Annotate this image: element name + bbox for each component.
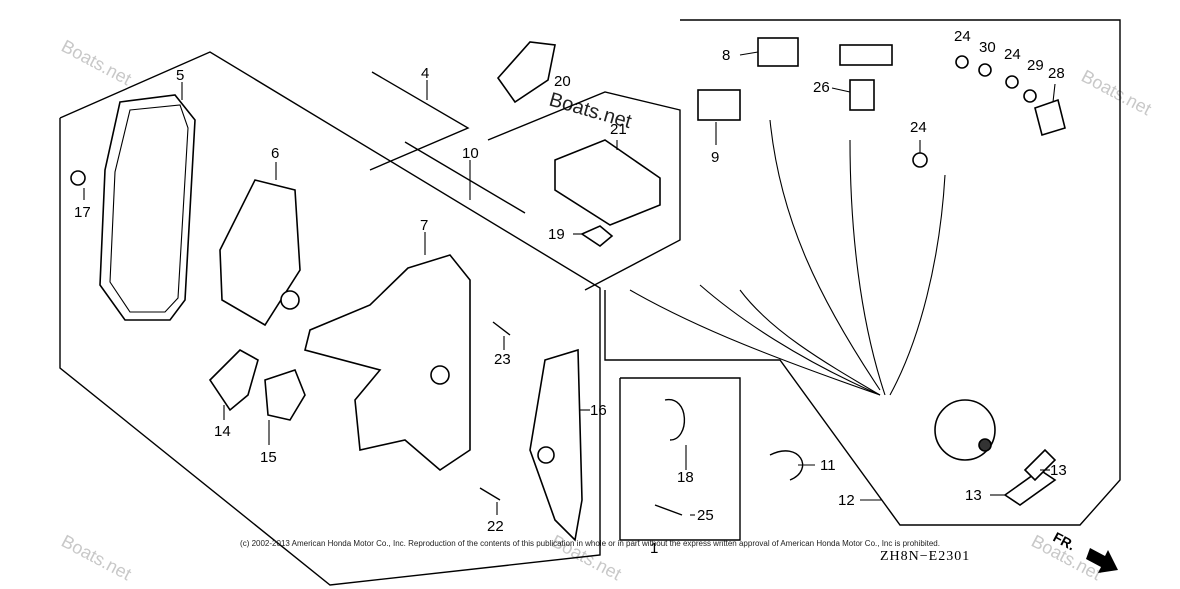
part-23-bolt (492, 321, 511, 336)
callout-13: 13 (1050, 462, 1067, 479)
callout-28: 28 (1048, 65, 1065, 82)
part-8-relay (757, 37, 799, 67)
part-22-bolt (479, 487, 501, 501)
part-15-breaker (264, 369, 306, 421)
callout-4: 4 (421, 65, 429, 82)
group-outline-left (59, 51, 601, 586)
callout-20: 20 (554, 73, 571, 90)
part-6-hole (280, 290, 300, 310)
part-14-switch (208, 349, 259, 412)
part-12-harness (629, 119, 946, 396)
part-26-fuse (849, 79, 875, 111)
callout-15: 15 (260, 449, 277, 466)
part-fuse-cover (839, 44, 893, 66)
part-7-panel (304, 254, 471, 472)
callout-14: 14 (214, 423, 231, 440)
callout-8: 8 (722, 47, 730, 64)
callout-18: 18 (677, 469, 694, 486)
part-6-bracket (219, 179, 301, 327)
callout-21: 21 (610, 121, 627, 138)
part-9-block (697, 89, 741, 121)
callout-11: 11 (820, 457, 836, 474)
group-outline-kit (369, 71, 470, 171)
part-10-cable (404, 141, 526, 214)
callout-5: 5 (176, 67, 184, 84)
part-16-plate (529, 348, 583, 542)
callout-26: 26 (813, 79, 830, 96)
part-24-nut (1005, 75, 1019, 89)
callout-30: 30 (979, 39, 996, 56)
part-25-bolt (654, 504, 683, 516)
part-21-case (554, 139, 661, 226)
part-24-nut (912, 152, 928, 168)
callout-6: 6 (271, 145, 279, 162)
callout-1: 1 (650, 540, 658, 557)
copyright-notice: (c) 2002-2013 American Honda Motor Co., … (240, 539, 940, 548)
watermark-text: Boats.net (58, 36, 135, 89)
part-13-key (1003, 469, 1057, 506)
part-24-nut (955, 55, 969, 69)
part-13-key (1023, 448, 1057, 482)
group-outline-lower (619, 377, 741, 541)
callout-13: 13 (965, 487, 982, 504)
part-5-cover (99, 94, 196, 321)
part-18-band (664, 399, 686, 441)
callout-25: 25 (697, 507, 714, 524)
callout-labels: 5 17 6 4 10 20 21 19 7 23 14 15 16 22 8 … (74, 28, 1067, 557)
part-16-hole (537, 446, 555, 464)
callout-9: 9 (711, 149, 719, 166)
front-direction-arrow (1086, 548, 1118, 573)
part-20-clip (496, 41, 556, 104)
callout-24: 24 (954, 28, 971, 45)
part-17-screw (70, 170, 86, 186)
part-19-clamp (580, 225, 614, 247)
callout-16: 16 (590, 402, 607, 419)
part-29-washer (1023, 89, 1037, 103)
part-7-knob-hole (430, 365, 450, 385)
callout-24: 24 (1004, 46, 1021, 63)
watermark-text: Boats.net (1078, 66, 1155, 119)
diagram-code: ZH8N−E2301 (880, 549, 971, 564)
callout-29: 29 (1027, 57, 1044, 74)
callout-23: 23 (494, 351, 511, 368)
leader-lines (83, 51, 1056, 516)
callout-22: 22 (487, 518, 504, 535)
group-outline-center (487, 91, 681, 291)
part-28-condenser (1034, 98, 1066, 137)
group-outline-right (604, 19, 1121, 526)
callout-19: 19 (548, 226, 565, 243)
part-11-clip (769, 450, 804, 481)
callout-7: 7 (420, 217, 428, 234)
part-30-washer (978, 63, 992, 77)
part-ignition-keyhole (978, 438, 992, 452)
callout-17: 17 (74, 204, 91, 221)
callout-12: 12 (838, 492, 855, 509)
callout-24: 24 (910, 119, 927, 136)
callout-10: 10 (462, 145, 479, 162)
